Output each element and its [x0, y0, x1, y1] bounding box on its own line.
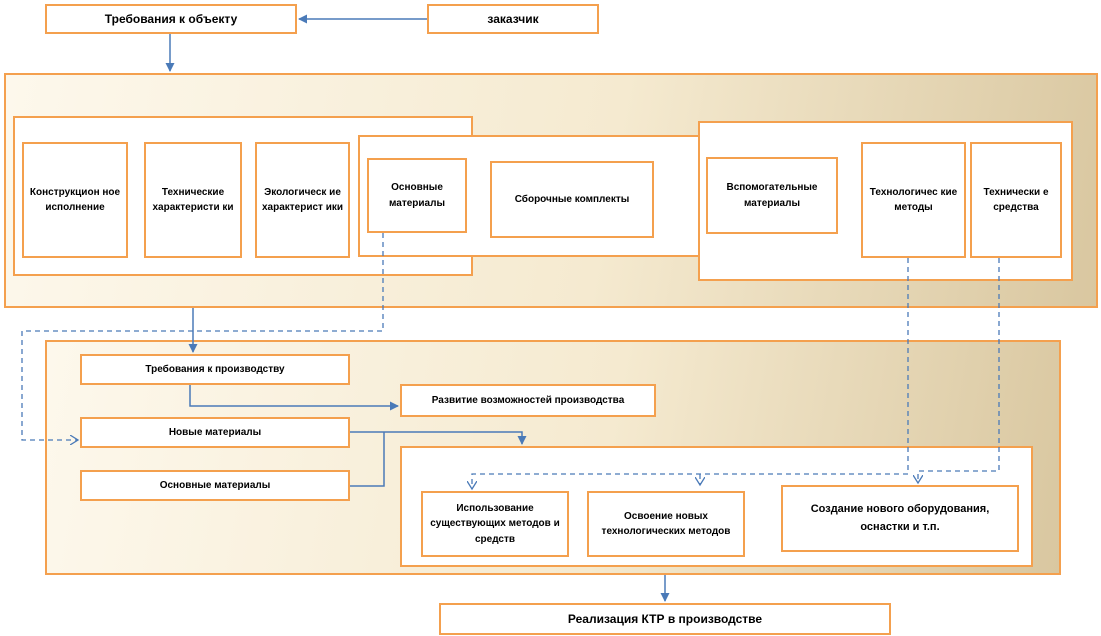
technical-means-box: Технически е средства [970, 142, 1062, 258]
technical-characteristics-box: Технические характеристи ки [144, 142, 242, 258]
new-materials-box: Новые материалы [80, 417, 350, 448]
technological-methods-box: Технологичес кие методы [861, 142, 966, 258]
production-basic-materials-box: Основные материалы [80, 470, 350, 501]
basic-materials-box: Основные материалы [367, 158, 467, 233]
implementation-box: Реализация КТР в производстве [439, 603, 891, 635]
design-execution-box: Конструкцион ное исполнение [22, 142, 128, 258]
assembly-kits-box: Сборочные комплекты [490, 161, 654, 238]
customer-box: заказчик [427, 4, 599, 34]
requirements-object-box: Требования к объекту [45, 4, 297, 34]
ecological-characteristics-box: Экологическ ие характерист ики [255, 142, 350, 258]
new-equipment-box: Создание нового оборудования, оснастки и… [781, 485, 1019, 552]
auxiliary-materials-box: Вспомогательные материалы [706, 157, 838, 234]
production-development-box: Развитие возможностей производства [400, 384, 656, 417]
mastering-new-methods-box: Освоение новых технологических методов [587, 491, 745, 557]
production-requirements-box: Требования к производству [80, 354, 350, 385]
use-existing-methods-box: Использование существующих методов и сре… [421, 491, 569, 557]
